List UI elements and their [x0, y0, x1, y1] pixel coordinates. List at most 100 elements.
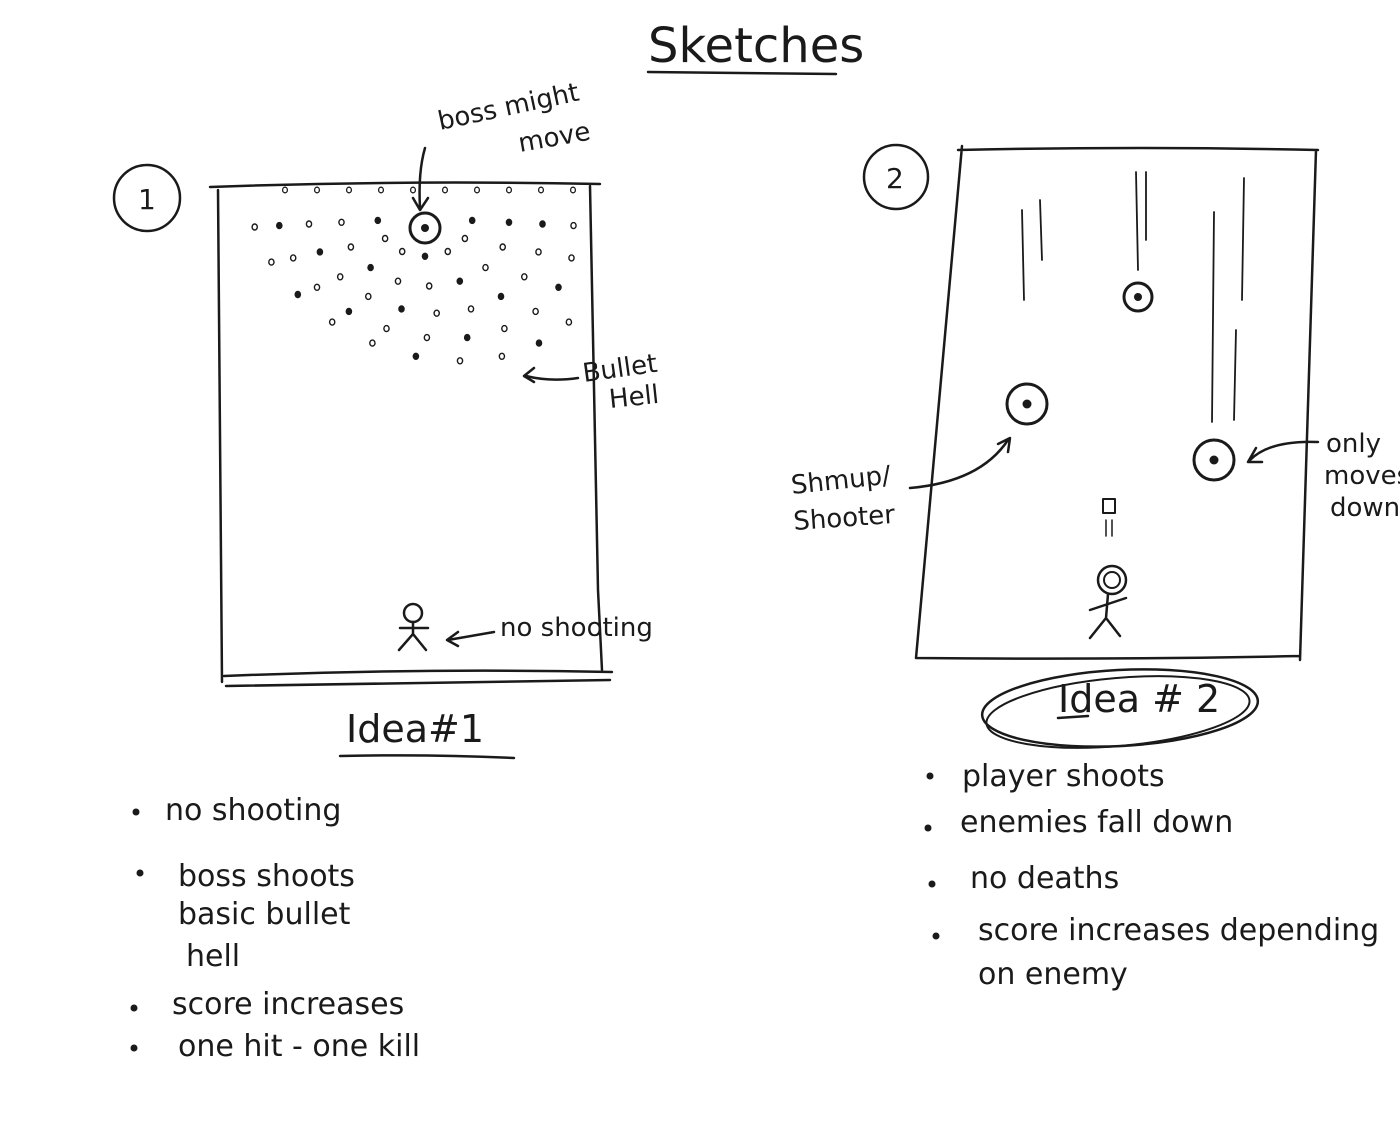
idea-2-shmup-note-line2: Shooter: [792, 500, 896, 537]
bullet-dot: [383, 324, 390, 333]
idea-2-projectile: [1102, 498, 1116, 514]
bullet-dot: [275, 221, 283, 230]
idea-2-moves-note-line2: moves: [1324, 461, 1400, 491]
idea-1-sketch: 1 boss might move Bullet Hell no shootin…: [112, 78, 661, 760]
bullet-dot: [473, 186, 481, 194]
idea-1-game-frame: [208, 181, 614, 688]
idea-1-bullet-2-line1: boss shoots: [178, 859, 355, 894]
bullet-dot: [421, 252, 429, 260]
bullet-dot: [482, 263, 489, 272]
bullet-dot: [468, 216, 476, 225]
bullet-dot: [441, 186, 449, 194]
idea-2-game-frame: [914, 144, 1320, 662]
idea-1-number: 1: [138, 183, 156, 216]
bullet-dot: [433, 309, 441, 317]
bullet-dot: [501, 324, 508, 333]
bullet-dot: [394, 277, 402, 285]
bullet-dot: [313, 283, 321, 291]
bullet-marker: [136, 869, 144, 877]
bullet-dot: [336, 273, 344, 281]
idea-1-boss-arrow: [411, 146, 430, 212]
idea-2-moves-note-line3: down: [1330, 493, 1400, 523]
idea-2-number-circle: [862, 143, 930, 211]
idea-2-enemy-right: [1192, 438, 1236, 482]
bullet-dot: [425, 282, 433, 290]
bullet-dot: [328, 318, 336, 326]
bullet-dot: [374, 216, 382, 225]
idea-2-shmup-arrow: [908, 436, 1012, 490]
idea-1-bullet-3: score increases: [172, 987, 404, 1022]
idea-1-bullet-4: one hit - one kill: [178, 1029, 420, 1064]
bullet-dot: [412, 352, 420, 360]
bullet-dot: [521, 273, 528, 281]
idea-2-heading-underline: [1056, 714, 1090, 720]
bullet-dot: [555, 283, 562, 291]
bullet-dot: [377, 186, 385, 194]
bullet-dot: [313, 186, 321, 194]
bullet-dot: [456, 357, 464, 365]
idea-1-bullet-2-line2: basic bullet: [178, 897, 351, 932]
title-underline: [646, 70, 838, 76]
idea-2-moves-note-line1: only: [1326, 429, 1381, 459]
bullet-dot: [461, 234, 469, 243]
bullet-dot: [535, 248, 542, 256]
bullet-marker: [130, 1004, 138, 1012]
bullet-dot: [570, 221, 577, 230]
bullet-dot: [409, 186, 417, 194]
bullet-dot: [281, 186, 289, 194]
bullet-marker: [130, 1044, 138, 1052]
idea-1-number-circle: [112, 163, 182, 233]
bullet-dot: [294, 290, 302, 299]
idea-2-number: 2: [886, 162, 904, 195]
idea-1-boss-icon: [408, 211, 442, 245]
bullet-dot: [505, 186, 513, 194]
bullet-dot: [369, 339, 376, 347]
bullet-dot: [539, 220, 546, 228]
bullet-dot: [367, 263, 374, 272]
idea-1-boss-note-line2: move: [516, 117, 593, 159]
bullet-dot: [423, 333, 431, 342]
idea-2-bullet-2: enemies fall down: [960, 805, 1233, 840]
bullet-marker: [926, 772, 934, 780]
bullet-dot: [456, 277, 464, 285]
bullet-dot: [345, 186, 353, 194]
idea-1-bullet-note-line2: Hell: [608, 380, 661, 415]
idea-2-bullet-3: no deaths: [970, 861, 1119, 896]
bullet-dot: [532, 307, 539, 316]
bullet-dot: [251, 223, 258, 231]
bullet-dot: [398, 305, 405, 313]
idea-1-player-note: no shooting: [500, 613, 653, 643]
bullet-dot: [467, 305, 475, 313]
idea-1-bullet-arrow: [522, 366, 580, 384]
bullet-dot: [569, 186, 577, 194]
idea-1-player-arrow: [445, 630, 496, 648]
bullet-marker: [932, 932, 940, 940]
idea-2-bullet-4-line1: score increases depending: [978, 913, 1379, 948]
idea-2-enemy-left: [1005, 382, 1049, 426]
idea-2-motion-lines: [1021, 171, 1245, 423]
bullet-dot: [364, 292, 372, 301]
idea-2-player-icon: [1088, 564, 1128, 640]
bullet-dot: [305, 220, 313, 228]
idea-2-bullet-4-line2: on enemy: [978, 957, 1128, 992]
bullet-dot: [398, 247, 406, 256]
idea-2-heading-circle-inner: [985, 675, 1251, 749]
bullet-dot: [499, 243, 507, 251]
idea-1-bullet-list: no shooting boss shoots basic bullet hel…: [130, 793, 420, 1064]
idea-1-bullet-2-line3: hell: [186, 939, 240, 974]
bullet-dot: [498, 352, 506, 360]
bullet-dot: [268, 258, 275, 266]
bullet-marker: [928, 880, 936, 888]
bullet-marker: [924, 824, 932, 832]
bullet-dot: [497, 292, 505, 301]
idea-2-sketch: 2 Shmup/ Shooter only moves down: [790, 143, 1400, 749]
bullet-dot: [444, 247, 452, 256]
bullet-marker: [132, 808, 140, 816]
idea-1-bullet-1: no shooting: [165, 793, 341, 828]
bullet-dot: [345, 307, 353, 316]
bullet-dot: [347, 243, 355, 251]
idea-2-shmup-note-line1: Shmup/: [790, 461, 893, 501]
idea-1-heading: Idea#1: [346, 707, 484, 751]
bullet-dot: [537, 186, 545, 194]
